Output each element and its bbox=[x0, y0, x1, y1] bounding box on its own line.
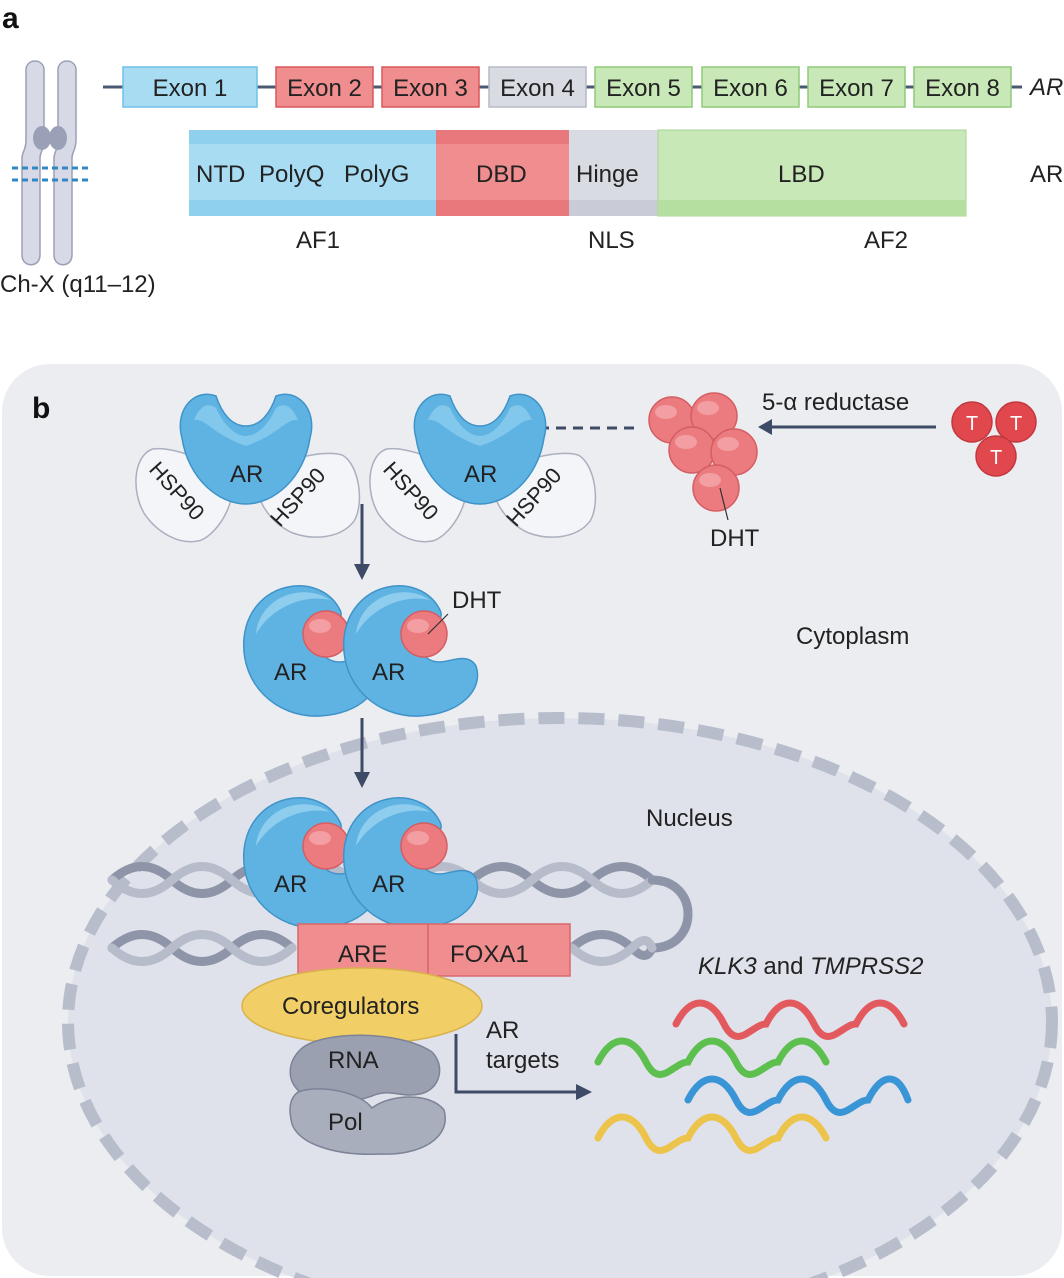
rna-polymerase-icon bbox=[289, 1034, 446, 1155]
nucleus-label: Nucleus bbox=[646, 805, 733, 832]
ar-label-4: AR bbox=[372, 659, 405, 686]
ar-label-5: AR bbox=[274, 871, 307, 898]
polyq-label: PolyQ bbox=[259, 161, 324, 188]
testosterone-label-2: T bbox=[1010, 413, 1022, 435]
hinge-label: Hinge bbox=[576, 161, 639, 188]
dht-label-top: DHT bbox=[710, 525, 760, 552]
klk3-label: KLK3 bbox=[698, 953, 757, 980]
nucleus-membrane bbox=[62, 712, 1058, 1278]
exon-label-5: Exon 5 bbox=[606, 75, 681, 102]
ntd-label: NTD bbox=[196, 161, 245, 188]
exon-row: Exon 1 Exon 2 Exon 3 Exon 4 Exon 5 Exon 6 Exon… bbox=[122, 66, 1012, 108]
mrna-yellow bbox=[594, 1113, 830, 1154]
lbd-label: LBD bbox=[778, 161, 825, 188]
ar-targets-arrow bbox=[454, 1034, 578, 1094]
mrna-blue bbox=[684, 1075, 912, 1116]
exon-4: Exon 4 bbox=[488, 66, 587, 108]
exon-box-5 bbox=[594, 66, 693, 108]
gene-label: AR bbox=[1028, 74, 1063, 101]
af2-label: AF2 bbox=[864, 227, 908, 254]
exon-box-7 bbox=[807, 66, 906, 108]
exon-label-7: Exon 7 bbox=[819, 75, 894, 102]
mrna-transcripts bbox=[594, 999, 912, 1154]
exon-box-6 bbox=[701, 66, 800, 108]
af1-label: AF1 bbox=[296, 227, 340, 254]
ar-label-2: AR bbox=[464, 461, 497, 488]
exon-1: Exon 1 bbox=[122, 66, 258, 108]
ar-label-6: AR bbox=[372, 871, 405, 898]
cytoplasm-label: Cytoplasm bbox=[796, 623, 909, 650]
panel-a-letter: a bbox=[2, 2, 19, 35]
coregulators-label: Coregulators bbox=[282, 993, 419, 1020]
exon-label-3: Exon 3 bbox=[393, 75, 468, 102]
exon-label-2: Exon 2 bbox=[287, 75, 362, 102]
testosterone-label-3: T bbox=[990, 447, 1002, 469]
mrna-red bbox=[672, 999, 908, 1040]
exon-3: Exon 3 bbox=[381, 66, 480, 108]
chromosome-label: Ch-X (q11–12) bbox=[0, 271, 156, 298]
dht-label-bound: DHT bbox=[452, 587, 502, 614]
ar-targets-label-1: AR bbox=[486, 1017, 519, 1044]
are-label: ARE bbox=[338, 941, 387, 968]
exon-label-4: Exon 4 bbox=[500, 75, 575, 102]
rna-label: RNA bbox=[328, 1047, 379, 1074]
exon-5: Exon 5 bbox=[594, 66, 693, 108]
exon-6: Exon 6 bbox=[701, 66, 800, 108]
protein-domain-bar bbox=[189, 129, 967, 217]
dna-helix bbox=[107, 862, 693, 966]
exon-label-8: Exon 8 bbox=[925, 75, 1000, 102]
exon-8: Exon 8 bbox=[913, 66, 1012, 108]
testosterone-label-1: T bbox=[966, 413, 978, 435]
testosterone-cluster bbox=[951, 401, 1037, 477]
exon-box-1 bbox=[122, 66, 258, 108]
exon-2: Exon 2 bbox=[275, 66, 374, 108]
nls-label: NLS bbox=[588, 227, 635, 254]
exon-box-3 bbox=[381, 66, 480, 108]
mrna-green bbox=[594, 1037, 830, 1078]
exon-box-4 bbox=[488, 66, 587, 108]
dbd-label: DBD bbox=[476, 161, 527, 188]
foxa1-label: FOXA1 bbox=[450, 941, 529, 968]
target-genes-title: KLK3 and TMPRSS2 bbox=[698, 953, 923, 980]
exon-7: Exon 7 bbox=[807, 66, 906, 108]
reductase-arrowhead bbox=[758, 419, 772, 435]
tmprss2-label: TMPRSS2 bbox=[810, 953, 923, 980]
foxa1-box bbox=[427, 923, 571, 977]
chromosome-x-icon bbox=[12, 60, 90, 266]
exon-label-1: Exon 1 bbox=[153, 75, 228, 102]
ar-label-3: AR bbox=[274, 659, 307, 686]
reductase-label: 5-α reductase bbox=[762, 389, 909, 416]
and-label: and bbox=[757, 953, 810, 980]
exon-box-2 bbox=[275, 66, 374, 108]
polyg-label: PolyG bbox=[344, 161, 409, 188]
ar-targets-label-2: targets bbox=[486, 1047, 559, 1074]
ar-label-1: AR bbox=[230, 461, 263, 488]
panel-b-letter: b bbox=[32, 392, 50, 425]
pol-label: Pol bbox=[328, 1109, 363, 1136]
protein-label: AR bbox=[1030, 161, 1063, 188]
exon-label-6: Exon 6 bbox=[713, 75, 788, 102]
exon-box-8 bbox=[913, 66, 1012, 108]
